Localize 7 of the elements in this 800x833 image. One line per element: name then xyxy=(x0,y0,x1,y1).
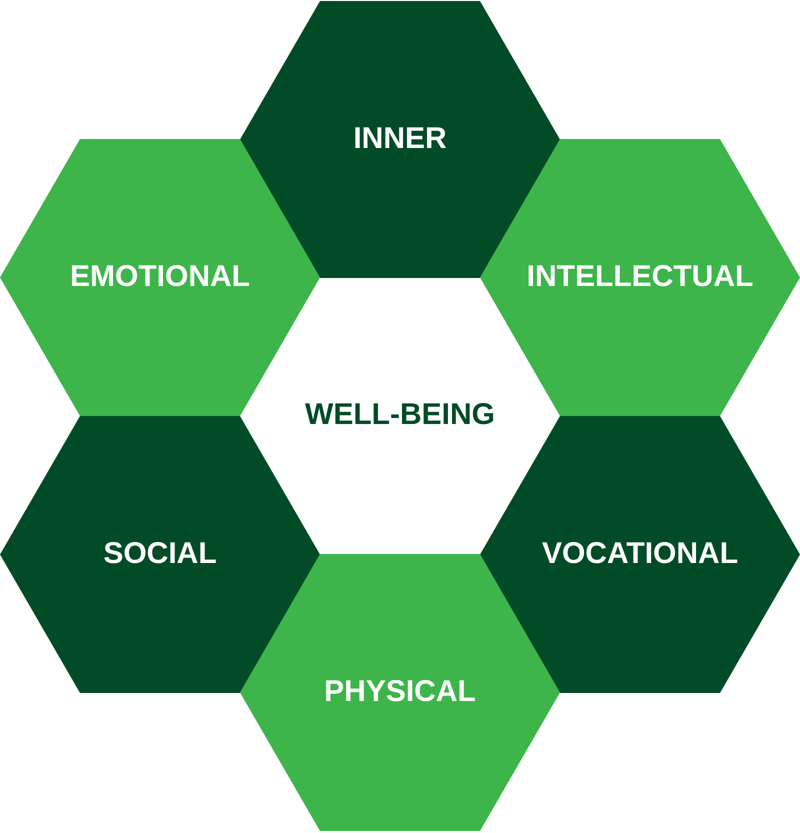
hexagon-label: SOCIAL xyxy=(103,539,217,569)
hexagon-label: VOCATIONAL xyxy=(542,539,738,569)
hexagon-label: WELL-BEING xyxy=(305,400,495,430)
hexagon-label: PHYSICAL xyxy=(324,677,476,707)
hexagon-label: EMOTIONAL xyxy=(70,262,250,292)
hexagon-label: INTELLECTUAL xyxy=(526,262,754,292)
hexagon-label: INNER xyxy=(353,124,447,154)
